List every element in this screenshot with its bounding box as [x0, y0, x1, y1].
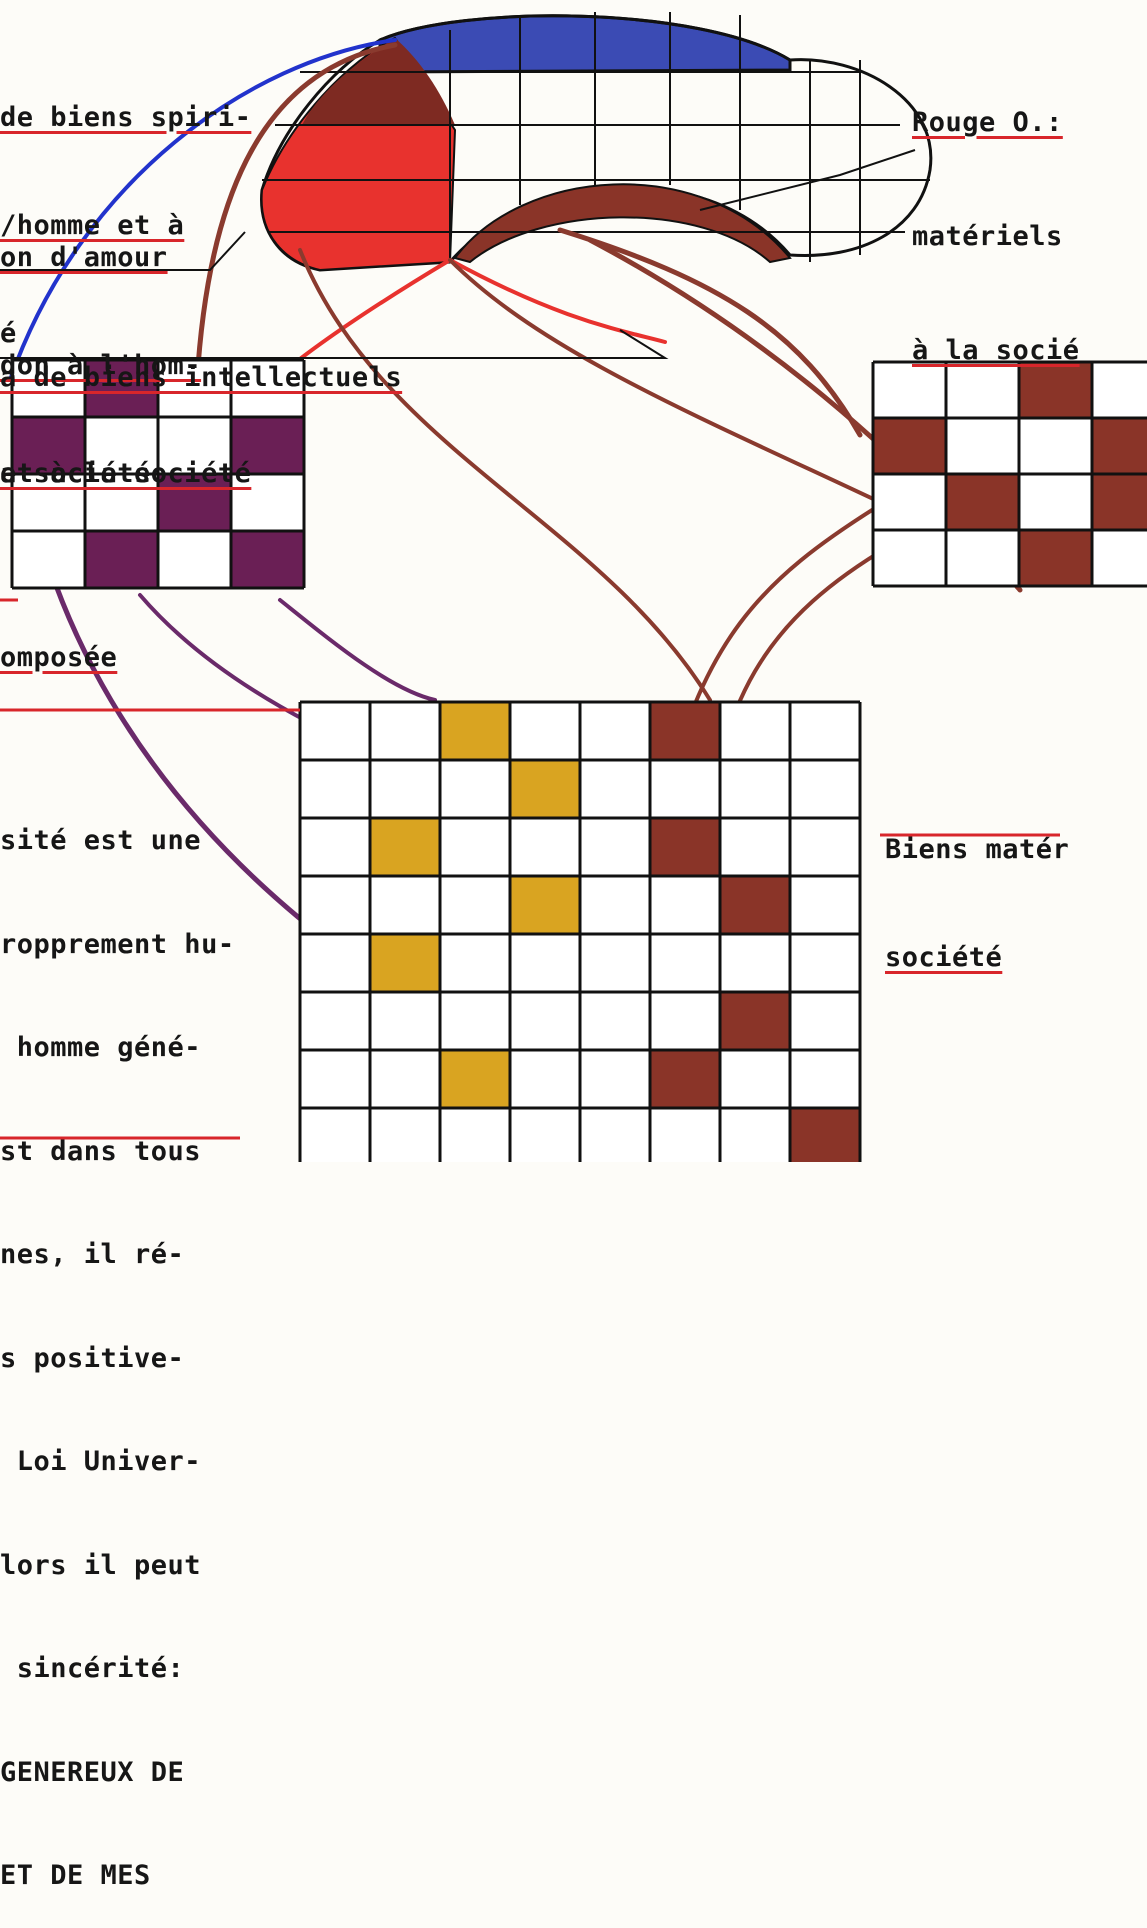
paragraph-line: sité est une — [0, 824, 235, 859]
bottom-grid-filled-cell — [511, 877, 579, 933]
paragraph-line: ropprement hu- — [0, 928, 235, 963]
left-grid-filled-cell — [86, 532, 157, 587]
label-top-right-line-1: Rouge O.: — [912, 104, 1080, 142]
bottom-grid-filled-cell — [651, 819, 719, 875]
paragraph-line: st dans tous — [0, 1135, 235, 1170]
label-intellectual-line-1: a de biens intellectuels — [0, 362, 402, 394]
bottom-grid — [300, 702, 860, 1162]
label-composee: omposée — [0, 640, 117, 676]
paragraph-line: nes, il ré- — [0, 1238, 235, 1273]
right-grid-filled-cell — [1093, 475, 1147, 529]
paragraph-line: sincérité: — [0, 1652, 235, 1687]
paragraph-line: GENEREUX DE — [0, 1756, 235, 1791]
label-top-right: Rouge O.: matériels à la socié — [912, 28, 1080, 408]
bottom-grid-filled-cell — [441, 703, 509, 759]
paragraph-line: ET DE MES — [0, 1859, 235, 1894]
paragraph-line: s positive- — [0, 1342, 235, 1377]
label-intellectual-line-2: et à la société — [0, 458, 402, 490]
label-middle-left-line-1: on d'amour — [0, 240, 201, 276]
paragraph-line: homme géné- — [0, 1031, 235, 1066]
right-grid-filled-cell — [947, 475, 1018, 529]
bottom-grid-filled-cell — [371, 819, 439, 875]
right-grid-filled-cell — [1093, 419, 1147, 473]
brain-shape — [262, 12, 931, 270]
label-bottom-right-line-1: Biens matér — [885, 832, 1069, 868]
label-bottom-right-line-2: société — [885, 940, 1069, 976]
bottom-grid-filled-cell — [371, 935, 439, 991]
bottom-grid-filled-cell — [651, 703, 719, 759]
right-grid-filled-cell — [1020, 531, 1091, 585]
bottom-grid-filled-cell — [441, 1051, 509, 1107]
paragraph: sité est une ropprement hu- homme géné- … — [0, 755, 235, 1928]
label-intellectual: a de biens intellectuels et à la société — [0, 298, 402, 522]
paragraph-line: lors il peut — [0, 1549, 235, 1584]
bottom-grid-filled-cell — [511, 761, 579, 817]
left-grid-filled-cell — [232, 532, 303, 587]
label-bottom-right: Biens matér société — [885, 760, 1069, 1012]
label-top-left-line-1: de biens spiri- — [0, 100, 251, 136]
label-top-right-line-3: à la socié — [912, 332, 1080, 370]
bottom-grid-filled-cell — [791, 1109, 859, 1162]
right-grid-filled-cell — [874, 419, 945, 473]
paragraph-line: Loi Univer- — [0, 1445, 235, 1480]
bottom-grid-filled-cell — [721, 877, 789, 933]
label-top-right-line-2: matériels — [912, 218, 1080, 256]
bottom-grid-filled-cell — [721, 993, 789, 1049]
bottom-grid-filled-cell — [651, 1051, 719, 1107]
